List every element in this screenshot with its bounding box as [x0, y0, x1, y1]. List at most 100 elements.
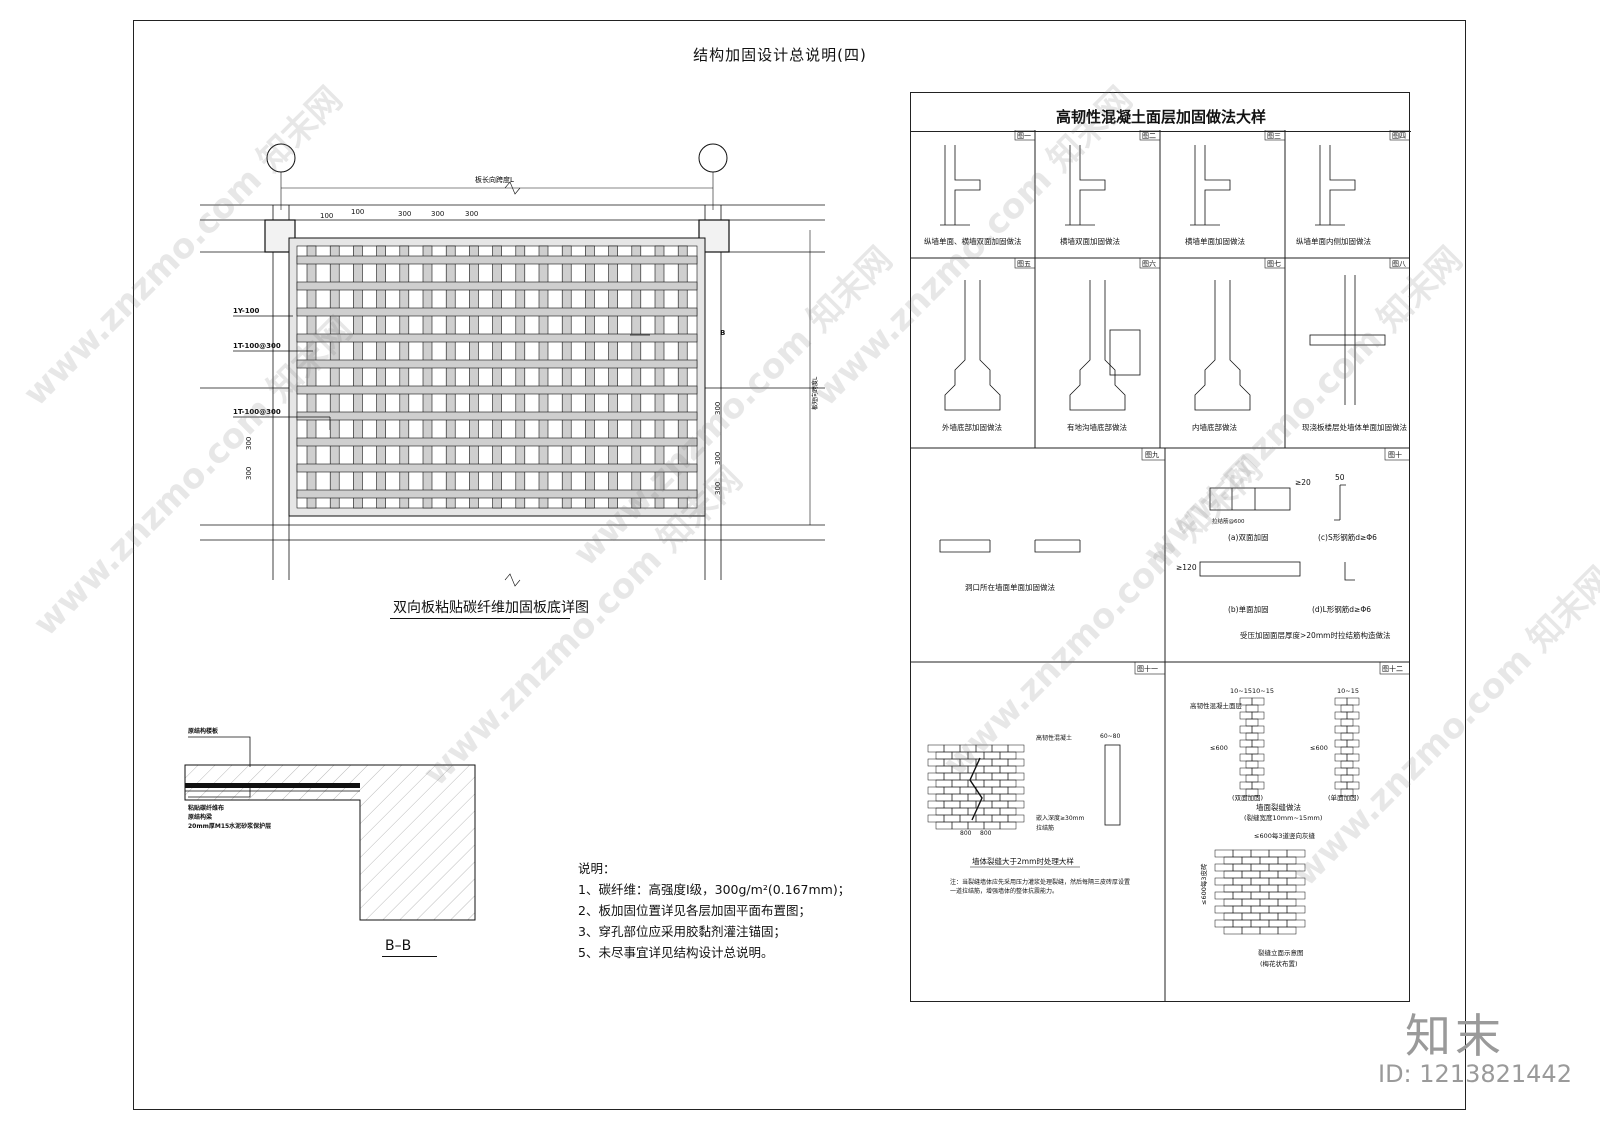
brick: [1251, 753, 1265, 762]
cfrp-strip-h: [296, 385, 698, 395]
brick: [1251, 767, 1265, 776]
brick: [1340, 788, 1354, 797]
brick: [1277, 898, 1297, 907]
cfrp-strip-v: [677, 245, 688, 509]
cfrp-strip-h: [296, 463, 698, 473]
brick: [927, 786, 945, 795]
brick: [1277, 856, 1297, 865]
brick: [1232, 891, 1252, 900]
cfrp-strip-v: [654, 245, 665, 509]
brick: [1250, 877, 1270, 886]
section-label-mortar: 20mm厚M15水泥砂浆保护层: [188, 822, 271, 830]
fig12-dim-600a: ≤600: [1210, 744, 1228, 752]
fig12-dim-b: 10~15: [1337, 687, 1359, 695]
fig-1-caption: 纵墙单面、横墙双面加固做法: [924, 236, 1022, 246]
brick: [975, 814, 993, 823]
fig-2-caption: 横墙双面加固做法: [1060, 236, 1120, 246]
brick: [1223, 870, 1243, 879]
brick: [1214, 863, 1234, 872]
fig-4-no: 图四: [1392, 132, 1406, 140]
cfrp-strip-v: [329, 245, 340, 509]
brick: [999, 765, 1017, 774]
brick: [1223, 856, 1243, 865]
dim-top-4: 300: [431, 210, 444, 218]
fig10-label-d: (d)L形钢筋d≥Φ6: [1312, 604, 1371, 614]
fig-1-no: 图一: [1017, 132, 1031, 140]
brick: [999, 793, 1017, 802]
brick: [1334, 753, 1348, 762]
brick: [991, 786, 1009, 795]
fig-8-caption: 现浇板楼层处墙体单面加固做法: [1302, 422, 1407, 432]
brick: [991, 744, 1009, 753]
brick: [1232, 919, 1252, 928]
brick: [1277, 870, 1297, 879]
brick: [943, 800, 961, 809]
cfrp-strip-v: [492, 245, 502, 509]
fig12-label-vertical: ≤600每3道竖向灰缝: [1254, 831, 1315, 840]
fig-9-no: 图九: [1145, 450, 1159, 459]
brick: [1268, 891, 1288, 900]
brick: [935, 779, 953, 788]
fig-6-caption: 有地沟墙底部做法: [1067, 422, 1127, 432]
fig10-dim-ge20: ≥20: [1295, 478, 1311, 487]
brick: [1334, 697, 1348, 706]
brick: [951, 751, 969, 760]
brick: [943, 786, 961, 795]
brick: [1214, 877, 1234, 886]
brick: [935, 793, 953, 802]
brick: [1232, 849, 1252, 858]
detail-panel-title: 高韧性混凝土面层加固做法大样: [1055, 108, 1266, 126]
brick: [935, 821, 953, 830]
brick: [1232, 863, 1252, 872]
cfrp-strip-h: [296, 411, 698, 421]
brand-id: ID: 1213821442: [1378, 1060, 1572, 1088]
brick: [1251, 781, 1265, 790]
brick: [951, 779, 969, 788]
brick: [1286, 849, 1306, 858]
cfrp-strip-h: [296, 255, 698, 265]
fig11-dim-800a: 800: [960, 830, 972, 837]
fig12-label-elev: 裂缝立面示意图: [1258, 948, 1304, 957]
brick: [1259, 884, 1279, 893]
fig-10-no: 图十: [1388, 450, 1402, 459]
brick: [999, 751, 1017, 760]
brick: [1250, 849, 1270, 858]
dim-top-3: 300: [398, 210, 411, 218]
brick: [1007, 800, 1025, 809]
brick: [1239, 781, 1253, 790]
brick: [1340, 760, 1354, 769]
brick: [1268, 905, 1288, 914]
brick: [1334, 711, 1348, 720]
fig-4-caption: 纵墙单面内侧加固做法: [1296, 236, 1371, 246]
brick: [1346, 739, 1360, 748]
label-1y-100: 1Y-100: [233, 307, 260, 315]
plan-caption: 双向板粘贴碳纤维加固板底详图: [393, 600, 589, 616]
brick: [1340, 704, 1354, 713]
brick: [983, 793, 1001, 802]
brick: [943, 744, 961, 753]
fig-8-no: 图八: [1392, 260, 1406, 268]
brick: [935, 807, 953, 816]
brick: [951, 793, 969, 802]
brick: [1214, 905, 1234, 914]
brick: [959, 744, 977, 753]
cfrp-layer: [185, 783, 360, 788]
brick: [1223, 884, 1243, 893]
brick: [951, 765, 969, 774]
detail-panel: 高韧性混凝土面层加固做法大样: [910, 92, 1411, 1002]
fig11-dim-800b: 800: [980, 830, 992, 837]
plan-caption-underline: [390, 618, 570, 619]
section-label-cfrp: 粘贴碳纤维布: [187, 804, 224, 812]
fig12-label-plum: (梅花状布置): [1260, 959, 1298, 968]
brick: [1245, 760, 1259, 769]
brick: [1250, 919, 1270, 928]
brick: [959, 758, 977, 767]
brick: [1286, 863, 1306, 872]
brick: [1340, 774, 1354, 783]
cfrp-strip-v: [561, 245, 572, 509]
brick: [991, 772, 1009, 781]
brick: [1007, 786, 1025, 795]
cfrp-strip-v: [585, 245, 595, 509]
fig10-label-b: (b)单面加固: [1228, 604, 1269, 614]
cfrp-strip-v: [538, 245, 549, 509]
